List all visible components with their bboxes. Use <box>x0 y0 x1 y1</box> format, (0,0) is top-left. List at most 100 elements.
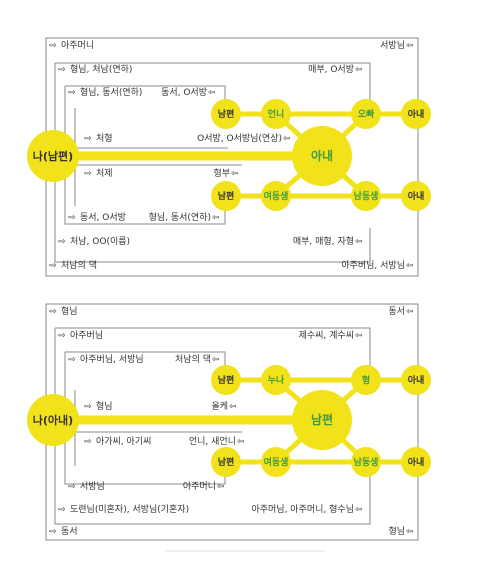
label-f4-right: 올케 <box>211 401 228 412</box>
node-lower-left-label: 남편 <box>218 190 235 202</box>
label-f7-left: 처남, OO(이름) <box>70 235 130 247</box>
diagram-top: 나(남편) 아내 남편 언니 오빠 아내 남편 여동생 남동생 아내 ⇨ 아주머… <box>27 37 431 277</box>
arrow-icon: ⇨ <box>84 437 92 447</box>
label-f6-left: 서방님 <box>80 481 105 492</box>
arrow-icon: ⇦ <box>355 65 363 75</box>
arrow-icon: ⇦ <box>355 505 363 515</box>
arrow-icon: ⇦ <box>406 527 414 537</box>
arrow-icon: ⇦ <box>231 169 239 179</box>
label-f3-left: 형님, 동서(연하) <box>80 87 142 98</box>
label-f3-right: 동서, O서방 <box>161 87 207 98</box>
node-me-circle <box>27 130 79 182</box>
arrow-icon: ⇦ <box>406 307 414 317</box>
label-f6-left: 동서, O서방 <box>80 212 126 223</box>
arrow-icon: ⇨ <box>84 169 92 179</box>
arrow-icon: ⇨ <box>84 134 92 144</box>
node-lower-right-label: 아내 <box>408 190 425 202</box>
node-upper-right-mid-label: 오빠 <box>358 108 375 120</box>
arrow-icon: ⇨ <box>58 65 66 75</box>
node-lower-right-mid-label: 남동생 <box>354 456 379 468</box>
label-f4-left: 처형 <box>96 132 113 144</box>
label-f1-left: 아주머니 <box>61 40 94 51</box>
label-f5-right: 언니, 새언니 <box>189 435 236 447</box>
node-upper-right-mid-label: 형 <box>362 374 370 386</box>
node-lower-left-mid-circle <box>261 181 291 211</box>
node-me-label: 나(남편) <box>33 149 73 163</box>
node-lower-left-mid-label: 여동생 <box>264 190 289 202</box>
node-upper-left-label: 남편 <box>218 374 235 386</box>
node-lower-right-mid-label: 남동생 <box>354 190 379 202</box>
node-lower-right-mid-circle <box>351 447 381 477</box>
node-lower-right-mid-circle <box>351 181 381 211</box>
node-me-circle <box>27 394 79 446</box>
label-f8-left: 처남의 댁 <box>61 259 97 271</box>
node-lower-right-circle <box>401 447 431 477</box>
arrow-icon: ⇨ <box>68 88 76 98</box>
arrow-icon: ⇨ <box>49 307 57 317</box>
node-lower-left-mid-label: 여동생 <box>264 456 289 468</box>
arrow-icon: ⇦ <box>283 134 291 144</box>
arrow-icon: ⇦ <box>355 331 363 341</box>
node-lower-right-label: 아내 <box>408 456 425 468</box>
arrow-icon: ⇨ <box>49 261 57 271</box>
node-upper-left-circle <box>211 99 241 129</box>
node-upper-left-mid-circle <box>261 99 291 129</box>
arrow-icon: ⇨ <box>58 331 66 341</box>
label-f5-left: 처제 <box>96 167 113 179</box>
label-f1-left: 형님 <box>61 306 78 317</box>
node-lower-left-mid-circle <box>261 447 291 477</box>
label-f7-right: 아주머님, 아주머니, 형수님 <box>251 504 354 515</box>
node-lower-right-circle <box>401 181 431 211</box>
node-upper-right-label: 아내 <box>408 108 425 120</box>
label-f7-left: 도련님(미혼자), 서방님(기혼자) <box>70 503 189 515</box>
arrow-icon: ⇦ <box>212 213 220 223</box>
node-upper-left-mid-label: 누나 <box>268 374 285 386</box>
node-upper-left-circle <box>211 365 241 395</box>
arrow-icon: ⇨ <box>58 505 66 515</box>
node-me-label: 나(아내) <box>33 413 73 427</box>
diagram-bottom: 나(아내) 남편 남편 누나 형 아내 남편 여동생 남동생 아내 ⇨ 형님 동… <box>27 303 431 541</box>
node-center-circle <box>292 126 352 186</box>
node-center-label: 남편 <box>311 412 333 427</box>
arrow-icon: ⇦ <box>237 437 245 447</box>
frame-5 <box>75 147 242 166</box>
node-upper-left-label: 남편 <box>218 108 235 120</box>
arrow-icon: ⇦ <box>212 355 220 365</box>
arrow-icon: ⇦ <box>229 402 237 412</box>
node-upper-right-circle <box>401 99 431 129</box>
arrow-icon: ⇨ <box>49 527 57 537</box>
arrow-icon: ⇦ <box>355 237 363 247</box>
label-f2-right: 제수씨, 계수씨 <box>299 329 354 341</box>
label-f8-right: 형님 <box>388 526 405 537</box>
arrow-icon: ⇨ <box>68 482 76 492</box>
label-f6-right: 아주머니 <box>183 481 216 492</box>
node-center-label: 아내 <box>311 148 333 163</box>
label-f1-right: 서방님 <box>380 40 405 51</box>
label-f4-left: 형님 <box>96 401 113 412</box>
label-f7-right: 매부, 매형, 자형 <box>293 236 354 247</box>
label-f6-right: 형님, 동서(연하) <box>149 212 211 223</box>
node-upper-right-mid-circle <box>351 365 381 395</box>
arrow-icon: ⇦ <box>406 41 414 51</box>
arrow-icon: ⇦ <box>406 261 414 271</box>
arrow-icon: ⇦ <box>217 482 225 492</box>
node-upper-left-mid-circle <box>261 365 291 395</box>
node-upper-right-mid-circle <box>351 99 381 129</box>
label-f3-right: 처남의 댁 <box>175 353 211 365</box>
arrow-icon: ⇨ <box>68 213 76 223</box>
node-lower-left-circle <box>211 447 241 477</box>
node-lower-left-circle <box>211 181 241 211</box>
node-upper-right-circle <box>401 365 431 395</box>
arrow-icon: ⇨ <box>58 237 66 247</box>
label-f4-right: O서방, O서방님(연상) <box>197 133 282 144</box>
label-f3-left: 아주버님, 서방님 <box>80 354 144 365</box>
arrow-icon: ⇨ <box>49 41 57 51</box>
label-f5-left: 아가씨, 아기씨 <box>96 436 151 447</box>
label-f8-left: 동서 <box>61 526 78 537</box>
arrow-icon: ⇨ <box>84 402 92 412</box>
arrow-icon: ⇨ <box>68 355 76 365</box>
node-upper-left-mid-label: 언니 <box>268 108 285 120</box>
node-upper-right-label: 아내 <box>408 374 425 386</box>
node-center-circle <box>292 390 352 450</box>
